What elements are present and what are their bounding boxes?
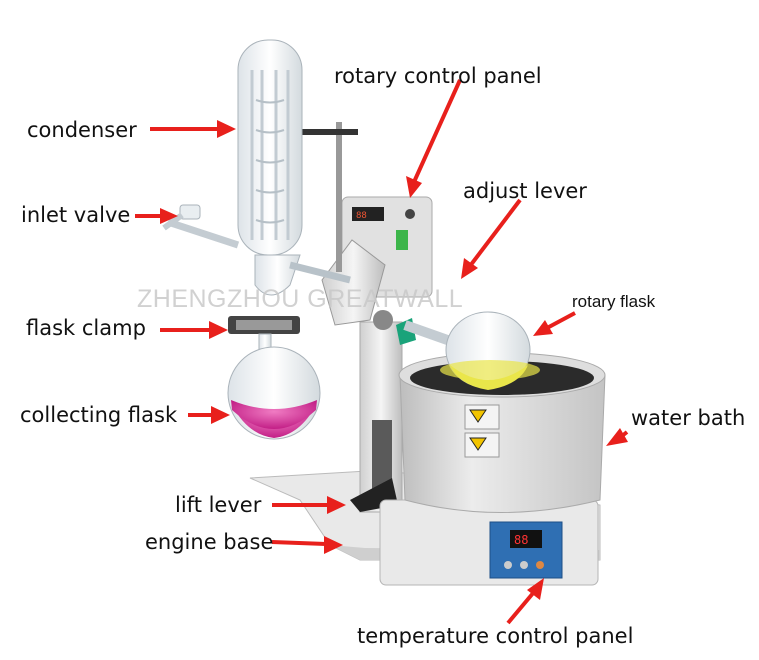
condenser-shape (237, 39, 351, 296)
label-adjust-lever: adjust lever (463, 179, 587, 203)
label-rotary-control-panel: rotary control panel (334, 64, 542, 88)
rotary-flask-shape (403, 311, 540, 390)
label-engine-base: engine base (145, 530, 274, 554)
watermark: ZHENGZHOU GREATWALL (137, 285, 464, 313)
label-rotary-flask: rotary flask (572, 292, 656, 311)
pointer-arrows (135, 79, 629, 625)
label-flask-clamp: flask clamp (26, 316, 146, 340)
collecting-flask-shape (227, 316, 321, 440)
label-water-bath: water bath (631, 406, 746, 430)
label-collecting-flask: collecting flask (20, 403, 178, 427)
label-condenser: condenser (27, 118, 137, 142)
inlet-valve-shape (162, 204, 240, 249)
label-lift-lever: lift lever (175, 493, 262, 517)
label-temperature-control-panel: temperature control panel (357, 624, 634, 648)
svg-text:88: 88 (514, 533, 528, 547)
label-inlet-valve: inlet valve (21, 203, 131, 227)
svg-text:88: 88 (356, 211, 367, 221)
